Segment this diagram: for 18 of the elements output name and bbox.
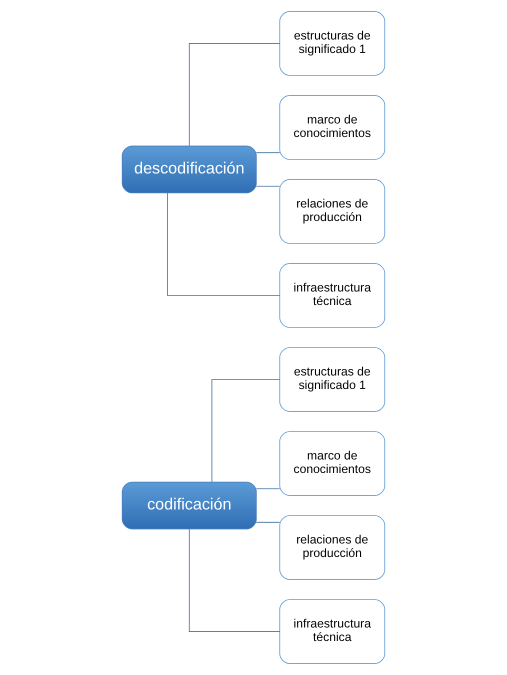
connector <box>212 379 280 482</box>
node-box: relaciones de producción <box>279 179 386 244</box>
connector <box>256 488 280 490</box>
connector <box>188 43 280 146</box>
node-box: relaciones de producción <box>279 515 386 580</box>
node-box: infraestructura técnica <box>279 263 386 328</box>
node-box: marco de conocimientos <box>279 95 386 160</box>
connector <box>256 186 280 187</box>
node-box: codificación <box>122 482 257 530</box>
node-box: descodificación <box>122 146 257 194</box>
connector <box>256 522 280 523</box>
connector <box>256 152 280 154</box>
connector <box>167 192 280 296</box>
connector <box>188 528 280 632</box>
node-box: infraestructura técnica <box>279 599 386 664</box>
node-box: marco de conocimientos <box>279 431 386 496</box>
node-box: estructuras de significado 1 <box>279 11 386 76</box>
node-box: estructuras de significado 1 <box>279 347 386 412</box>
